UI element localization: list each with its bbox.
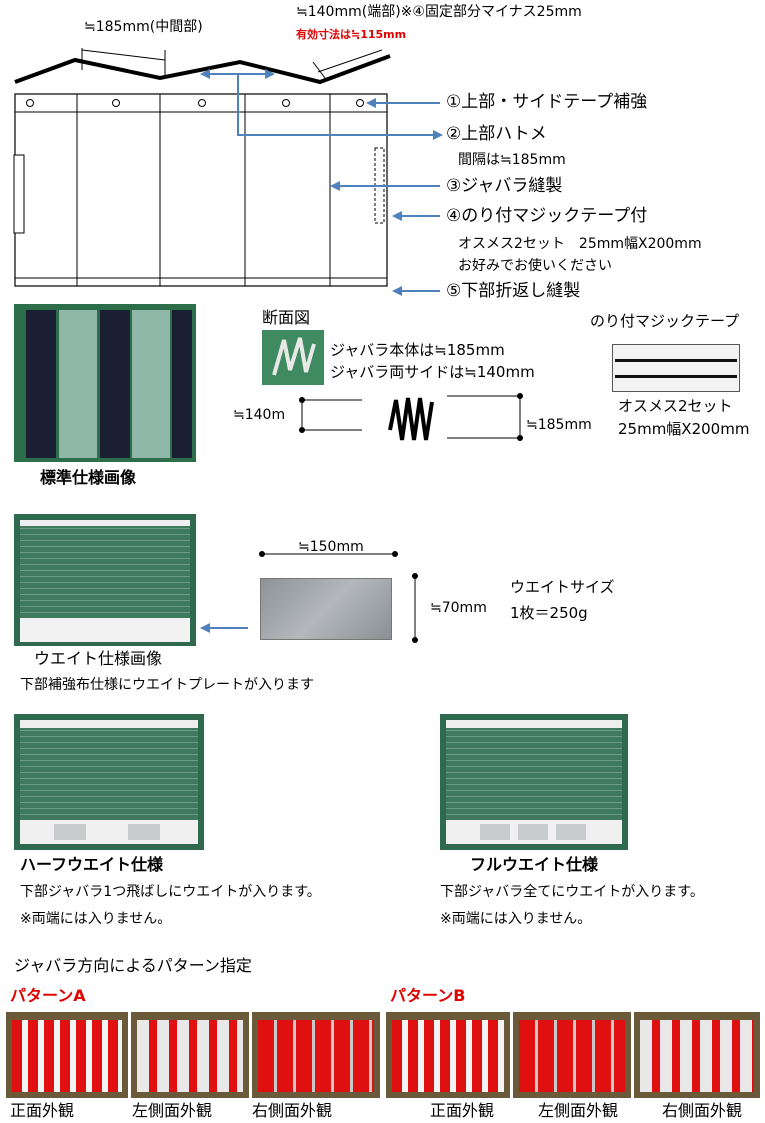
pattern-a-left-label: 左側面外観 bbox=[132, 1101, 213, 1120]
pattern-a-right-photo bbox=[252, 1012, 380, 1098]
callout-5: ⑤下部折返し縫製 bbox=[446, 281, 581, 301]
callout-4-sub2: お好みでお使いください bbox=[458, 258, 612, 274]
weight-caption: ウエイト仕様画像 bbox=[34, 649, 163, 668]
weight-arrow bbox=[200, 623, 248, 633]
section-dim-right: ≒185mm bbox=[526, 417, 592, 433]
full-line2: ※両端には入りません。 bbox=[440, 911, 592, 927]
callout-2-sub: 間隔は≒185mm bbox=[458, 152, 566, 168]
top-dim-end: ≒140mm(端部)※④固定部分マイナス25mm bbox=[296, 4, 582, 20]
callout-2: ②上部ハトメ bbox=[446, 124, 547, 144]
callout-1: ①上部・サイドテープ補強 bbox=[446, 92, 648, 112]
pattern-b-left-photo bbox=[513, 1012, 631, 1098]
pattern-b-label: パターンB bbox=[390, 986, 466, 1005]
folded-sample-icon bbox=[272, 337, 316, 376]
velcro-title: のり付マジックテープ bbox=[590, 312, 740, 330]
weight-dim-height: ≒70mm bbox=[430, 600, 487, 616]
pattern-b-right-label: 右側面外観 bbox=[662, 1101, 743, 1120]
section-line2: ジャバラ両サイドは≒140mm bbox=[330, 363, 535, 381]
full-line1: 下部ジャバラ全てにウエイトが入ります。 bbox=[440, 884, 704, 900]
pattern-a-label: パターンA bbox=[10, 986, 86, 1005]
pattern-b-front-photo bbox=[386, 1012, 510, 1098]
velcro-line2: 25mm幅X200mm bbox=[618, 420, 750, 438]
velcro-line1: オスメス2セット bbox=[618, 397, 733, 415]
half-line2: ※両端には入りません。 bbox=[20, 911, 172, 927]
standard-photo bbox=[14, 304, 196, 462]
section-title: 断面図 bbox=[262, 308, 311, 327]
half-line1: 下部ジャバラ1つ飛ばしにウエイトが入ります。 bbox=[20, 884, 321, 900]
full-title: フルウエイト仕様 bbox=[470, 855, 599, 874]
callout-3: ③ジャバラ縫製 bbox=[446, 176, 563, 196]
full-weight-photo bbox=[440, 714, 628, 850]
standard-caption: 標準仕様画像 bbox=[40, 468, 137, 487]
weight-plate-diagram bbox=[259, 551, 418, 643]
section-diagram bbox=[299, 393, 523, 441]
top-dim-middle: ≒185mm(中間部) bbox=[84, 19, 203, 35]
velcro-photo bbox=[612, 344, 740, 392]
callout-4-sub1: オスメス2セット 25mm幅X200mm bbox=[458, 236, 702, 252]
weight-dim-width: ≒150mm bbox=[298, 539, 364, 555]
weight-plate-photo bbox=[260, 578, 392, 640]
section-line1: ジャバラ本体は≒185mm bbox=[330, 341, 505, 359]
half-weight-photo bbox=[14, 714, 204, 850]
pattern-b-right-photo bbox=[634, 1012, 760, 1098]
pattern-a-right-label: 右側面外観 bbox=[252, 1101, 333, 1120]
callout-4: ④のり付マジックテープ付 bbox=[446, 206, 648, 226]
section-dim-left: ≒140m bbox=[233, 407, 286, 423]
pattern-heading: ジャバラ方向によるパターン指定 bbox=[14, 956, 252, 975]
weight-size-value: 1枚＝250g bbox=[510, 604, 588, 622]
pattern-b-left-label: 左側面外観 bbox=[538, 1101, 619, 1120]
pattern-a-front-photo bbox=[6, 1012, 128, 1098]
pattern-b-front-label: 正面外観 bbox=[430, 1101, 495, 1120]
weight-note: 下部補強布仕様にウエイトプレートが入ります bbox=[20, 677, 314, 693]
pattern-a-front-label: 正面外観 bbox=[10, 1101, 75, 1120]
weight-size-title: ウエイトサイズ bbox=[510, 578, 615, 596]
half-title: ハーフウエイト仕様 bbox=[20, 855, 164, 874]
weight-photo bbox=[14, 514, 196, 646]
top-diagram-lines bbox=[13, 48, 443, 296]
top-dim-effective: 有効寸法は≒115mm bbox=[296, 28, 407, 41]
pattern-a-left-photo bbox=[131, 1012, 249, 1098]
section-photo bbox=[262, 330, 324, 385]
